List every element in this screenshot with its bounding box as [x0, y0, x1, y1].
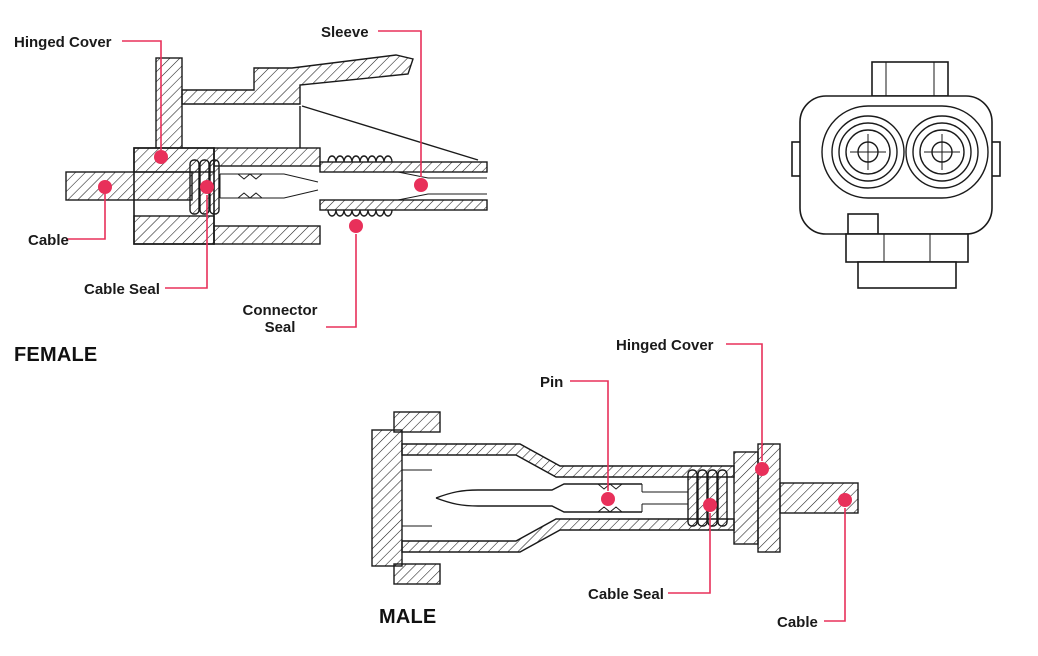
leader-line-hinged-cover-male: [726, 343, 763, 461]
female-connector-drawing: [65, 54, 488, 245]
female-sleeve-bore-top: [397, 171, 487, 179]
leader-line-pin: [570, 380, 609, 491]
female-section-title: FEMALE: [14, 344, 98, 366]
front-cavity-obround: [821, 105, 989, 199]
male-body-bottom-wall: [401, 518, 735, 553]
leader-line-cable-female: [66, 194, 106, 240]
callout-dot-sleeve: [414, 178, 428, 192]
callout-dot-connector-seal: [349, 219, 363, 233]
male-front-bottom-tab: [393, 563, 441, 585]
label-cable-seal-female: Cable Seal: [84, 281, 160, 298]
female-hinged-cover: [181, 54, 414, 105]
callout-dot-cable-seal-male: [703, 498, 717, 512]
callouts: [66, 30, 852, 622]
female-hinge-post: [155, 57, 183, 151]
front-view-drawing: [791, 61, 1001, 289]
callout-dot-pin: [601, 492, 615, 506]
female-sleeve-bore-bottom: [397, 193, 487, 201]
front-terminal-right: [905, 115, 979, 189]
male-rear-wall: [733, 451, 759, 545]
female-cable-rod: [65, 171, 193, 201]
male-pin: [435, 483, 688, 513]
leader-line-cable-male: [824, 508, 846, 622]
label-cable-female: Cable: [28, 232, 69, 249]
callout-dot-hinged-cover-male: [755, 462, 769, 476]
male-connector-drawing: [371, 411, 859, 585]
front-lower-step-1: [845, 233, 969, 263]
female-sleeve-top-wall: [319, 161, 488, 173]
leader-line-connector-seal: [326, 234, 357, 328]
female-forward-bottom-wall: [213, 225, 321, 245]
female-connector-seal-bottom-ribs: [327, 209, 393, 217]
front-terminal-left: [831, 115, 905, 189]
male-section-title: MALE: [379, 606, 437, 628]
label-connector-seal: Connector Seal: [242, 302, 318, 337]
front-body: [799, 95, 993, 235]
male-front-flange: [371, 429, 403, 567]
label-sleeve: Sleeve: [321, 24, 369, 41]
label-hinged-cover-female: Hinged Cover: [14, 34, 112, 51]
label-cable-seal-male: Cable Seal: [588, 586, 664, 603]
female-connector-seal-top-ribs: [327, 155, 393, 163]
callout-dot-hinged-cover-female: [154, 150, 168, 164]
front-lock-notch: [847, 213, 879, 235]
front-lower-step-2: [857, 261, 957, 289]
female-sleeve-bottom-wall: [319, 199, 488, 211]
label-hinged-cover-male: Hinged Cover: [616, 337, 714, 354]
callout-dot-cable-male: [838, 493, 852, 507]
front-top-tab: [871, 61, 949, 97]
callout-dot-cable-seal-female: [200, 180, 214, 194]
leader-line-hinged-cover-female: [122, 40, 162, 150]
leader-line-sleeve: [378, 30, 422, 177]
callout-dot-cable-female: [98, 180, 112, 194]
male-front-top-tab: [393, 411, 441, 433]
male-body-top-wall: [401, 443, 735, 478]
female-roof-slope-line: [301, 105, 479, 161]
leader-line-cable-seal-male: [668, 513, 711, 594]
leader-line-cable-seal-female: [165, 195, 208, 289]
male-cable-seal: [687, 469, 728, 527]
female-terminal: [219, 173, 319, 199]
female-forward-top-wall: [213, 147, 321, 167]
label-cable-male: Cable: [777, 614, 818, 631]
label-pin: Pin: [540, 374, 564, 391]
female-rear-body-bottom-wall: [133, 215, 215, 245]
